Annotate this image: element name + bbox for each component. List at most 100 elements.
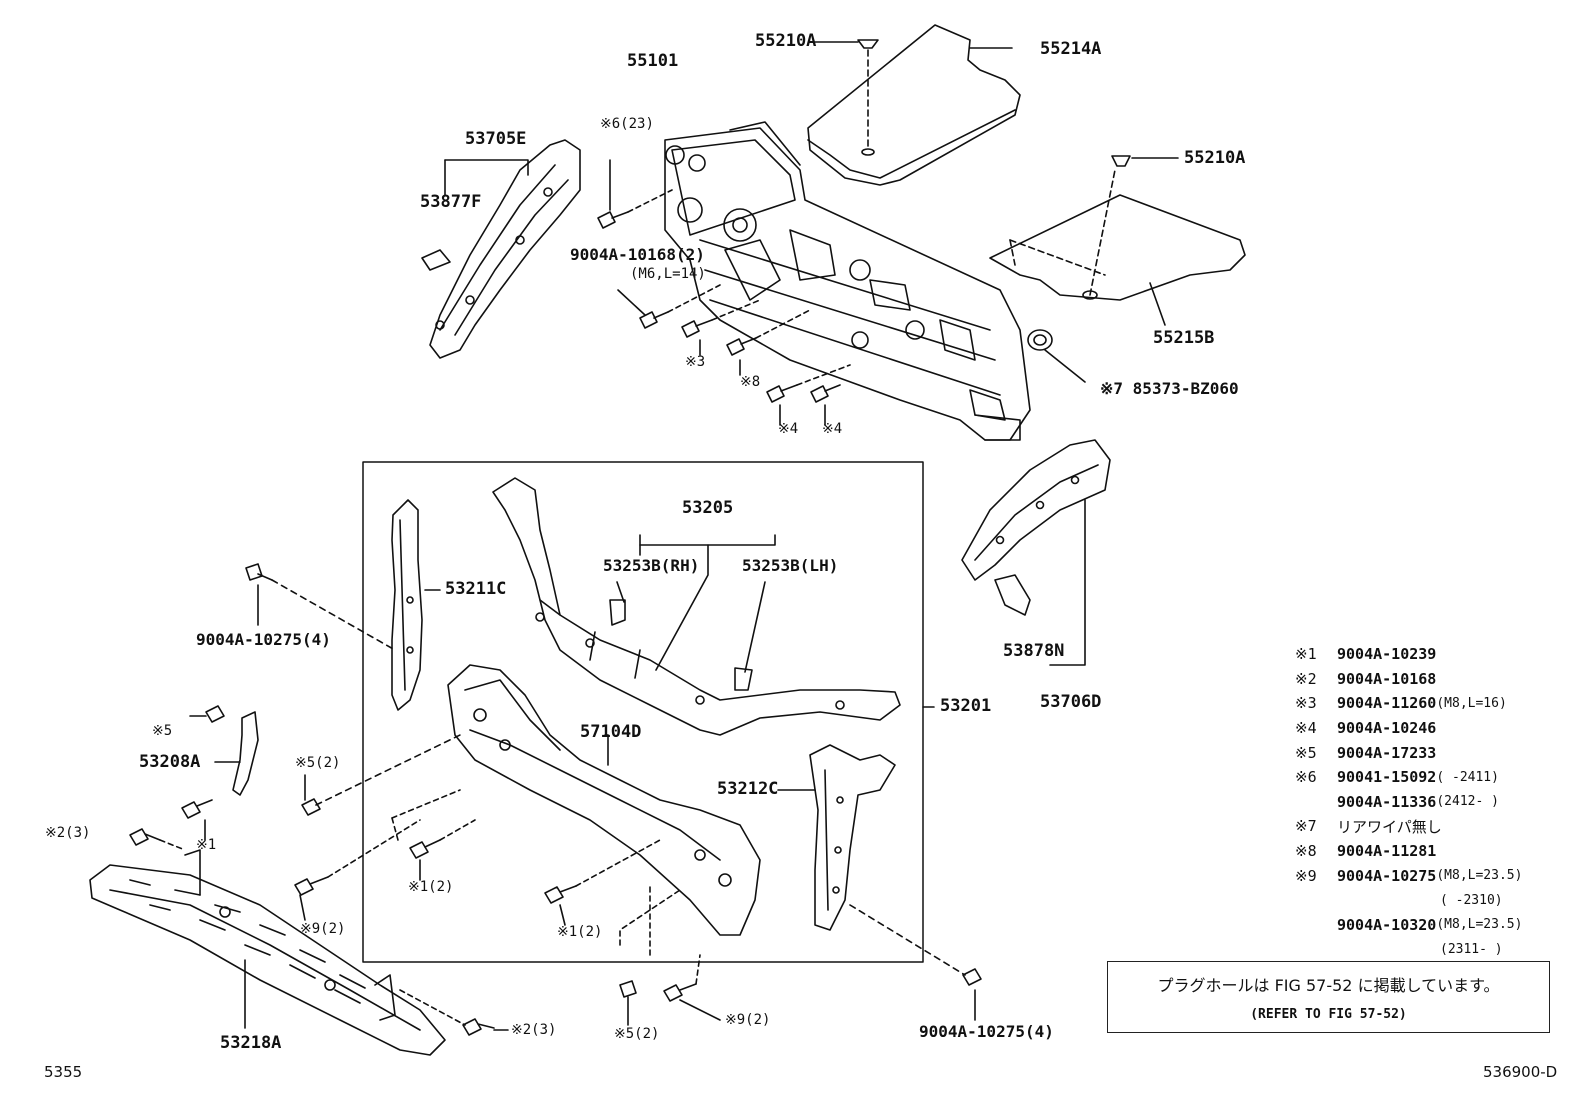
legend-spec: (M8,L=23.5) — [1436, 917, 1523, 933]
fastener-legend: ※1 9004A-10239 ※2 9004A-10168 ※3 9004A-1126… — [1295, 642, 1565, 962]
pillar-53706d — [961, 439, 1111, 666]
label-53877f: 53877F — [420, 192, 482, 212]
note-english: (REFER TO FIG 57-52) — [1250, 1007, 1407, 1022]
lower-cover-53218a — [89, 849, 446, 1056]
legend-key: ※1 — [1295, 645, 1317, 664]
legend-row: ( -2310) — [1295, 888, 1565, 913]
label-ref4-b: ※4 — [822, 421, 843, 437]
label-ref7-grommet: ※7 85373-BZ060 — [1100, 379, 1239, 398]
legend-key: ※4 — [1295, 719, 1317, 738]
legend-spec: (M8,L=16) — [1436, 695, 1507, 711]
label-55215b: 55215B — [1153, 328, 1215, 348]
bracket-53208a — [214, 711, 259, 796]
legend-part: 9004A-10275 — [1337, 866, 1437, 885]
label-ref3: ※3 — [685, 354, 706, 370]
legend-row: ※3 9004A-11260(M8,L=16) — [1295, 691, 1565, 716]
legend-row: ※1 9004A-10239 — [1295, 642, 1565, 667]
label-57104d: 57104D — [580, 722, 642, 742]
label-ref5-2-mid: ※5(2) — [295, 755, 341, 771]
legend-spec: ( -2411) — [1436, 769, 1499, 785]
label-ref1-2-a: ※1(2) — [408, 879, 454, 895]
label-ref9-2-bottom: ※9(2) — [725, 1012, 771, 1028]
label-53208a: 53208A — [139, 752, 201, 772]
legend-key: ※6 — [1295, 768, 1317, 787]
assembly-frame-box — [362, 461, 924, 963]
label-ref2-3-right: ※2(3) — [511, 1022, 557, 1038]
label-bolt-10275-left: 9004A-10275(4) — [196, 630, 331, 649]
legend-part: リアワイパ無し — [1337, 817, 1442, 836]
reference-note-box: プラグホールは FIG 57-52 に掲載しています。 (REFER TO FI… — [1107, 961, 1550, 1033]
label-ref5-2-bottom: ※5(2) — [614, 1026, 660, 1042]
label-53205: 53205 — [682, 498, 734, 518]
fasteners — [129, 159, 982, 1036]
legend-spec: (M8,L=23.5) — [1436, 868, 1523, 884]
label-ref8: ※8 — [740, 374, 761, 390]
legend-row: ※7 リアワイパ無し — [1295, 814, 1565, 839]
label-55210a-right: 55210A — [1184, 148, 1246, 168]
label-53878n: 53878N — [1003, 641, 1065, 661]
dash-panel-55101 — [664, 121, 1031, 441]
label-53705e: 53705E — [465, 129, 527, 149]
legend-part: 9004A-11260 — [1337, 694, 1437, 713]
label-ref9-2-left: ※9(2) — [300, 921, 346, 937]
label-53253b-rh: 53253B(RH) — [603, 556, 700, 575]
label-bolt-10168: 9004A-10168(2) — [570, 245, 705, 264]
legend-part: 9004A-10246 — [1337, 719, 1437, 738]
label-ref1-2-b: ※1(2) — [557, 924, 603, 940]
label-ref5: ※5 — [152, 723, 173, 739]
label-55210a-top: 55210A — [755, 31, 817, 51]
pillar-53705e — [421, 139, 581, 359]
legend-row: ※6 90041-15092( -2411) — [1295, 765, 1565, 790]
insulator-55215b — [989, 155, 1246, 326]
figure-id-right: 536900-D — [1483, 1063, 1558, 1081]
insulator-55214a — [807, 24, 1021, 186]
legend-part: 9004A-10168 — [1337, 669, 1437, 688]
label-55214a: 55214A — [1040, 39, 1102, 59]
legend-part: 90041-15092 — [1337, 768, 1437, 787]
legend-row: ※2 9004A-10168 — [1295, 667, 1565, 692]
legend-key: ※5 — [1295, 743, 1317, 762]
legend-part: 9004A-11281 — [1337, 842, 1437, 861]
label-bolt-10275-right: 9004A-10275(4) — [919, 1022, 1054, 1041]
legend-row: (2311- ) — [1295, 937, 1565, 962]
legend-spec: (2412- ) — [1436, 794, 1499, 810]
legend-key: ※2 — [1295, 669, 1317, 688]
legend-key: ※7 — [1295, 817, 1317, 836]
grommet — [1027, 329, 1086, 383]
legend-key: ※8 — [1295, 842, 1317, 861]
label-ref2-3-left: ※2(3) — [45, 825, 91, 841]
label-53253b-lh: 53253B(LH) — [742, 556, 839, 575]
upper-support-53205 — [492, 477, 901, 736]
side-support-53211c — [391, 499, 441, 711]
legend-part: 9004A-11336 — [1337, 792, 1437, 811]
label-ref1: ※1 — [196, 837, 217, 853]
legend-row: ※5 9004A-17233 — [1295, 740, 1565, 765]
label-53706d: 53706D — [1040, 692, 1102, 712]
legend-part: 9004A-17233 — [1337, 743, 1437, 762]
legend-part: 9004A-10239 — [1337, 645, 1437, 664]
legend-row: ※8 9004A-11281 — [1295, 839, 1565, 864]
legend-spec: (2311- ) — [1440, 941, 1503, 957]
label-55101: 55101 — [627, 51, 679, 71]
legend-key: ※3 — [1295, 694, 1317, 713]
legend-part: 9004A-10320 — [1337, 915, 1437, 934]
page-code-left: 5355 — [44, 1063, 83, 1081]
legend-spec: ( -2310) — [1440, 892, 1503, 908]
note-japanese: プラグホールは FIG 57-52 に掲載しています。 — [1157, 976, 1500, 995]
legend-row: ※9 9004A-10275(M8,L=23.5) — [1295, 863, 1565, 888]
lower-support-57104d — [447, 664, 761, 936]
label-53218a: 53218A — [220, 1033, 282, 1053]
label-53212c: 53212C — [717, 779, 779, 799]
label-53201: 53201 — [940, 696, 992, 716]
label-ref4-a: ※4 — [778, 421, 799, 437]
label-53211c: 53211C — [445, 579, 507, 599]
legend-row: ※4 9004A-10246 — [1295, 716, 1565, 741]
side-support-53212c — [777, 744, 896, 931]
label-bolt-ref6: ※6(23) — [600, 116, 654, 132]
label-bolt-10168-spec: (M6,L=14) — [630, 266, 706, 282]
legend-row: 9004A-10320(M8,L=23.5) — [1295, 913, 1565, 938]
legend-row: 9004A-11336(2412- ) — [1295, 790, 1565, 815]
legend-key: ※9 — [1295, 866, 1317, 885]
